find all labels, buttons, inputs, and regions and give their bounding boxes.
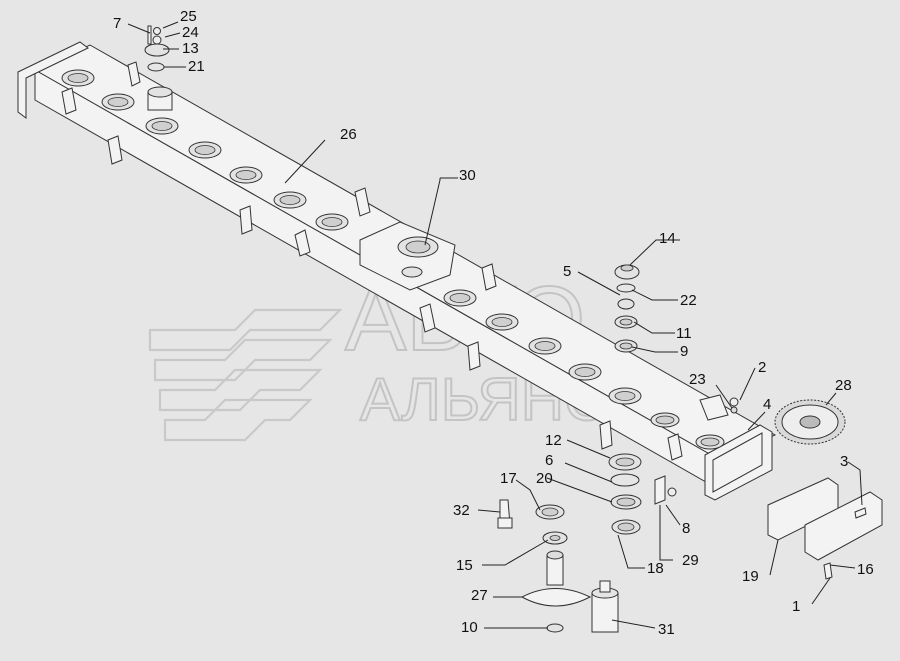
callout-20: 20 [536,470,553,487]
callout-22: 22 [680,292,697,309]
callout-19: 19 [742,568,759,585]
callout-10: 10 [461,619,478,636]
callout-5: 5 [563,263,571,280]
leader-lines [127,21,863,629]
callout-17: 17 [500,470,517,487]
top-left-parts [144,25,173,111]
gear-bracket [699,394,739,421]
callout-28: 28 [835,377,852,394]
lower-stack [608,453,642,535]
callout-15: 15 [456,557,473,574]
callout-25: 25 [180,8,197,25]
callout-23: 23 [689,371,706,388]
callout-13: 13 [182,40,199,57]
small-bracket [654,475,677,505]
bearing-seats [61,69,725,450]
callout-12: 12 [545,432,562,449]
callout-30: 30 [459,167,476,184]
callout-2: 2 [758,359,766,376]
callout-26: 26 [340,126,357,143]
callout-18: 18 [647,560,664,577]
right-stack [614,264,640,353]
callout-labels: 7 25 24 13 21 26 30 14 5 22 11 9 2 23 28… [113,8,874,638]
callout-24: 24 [182,24,199,41]
callout-3: 3 [840,453,848,470]
gasket-and-cover [767,477,883,580]
callout-4: 4 [763,396,771,413]
beam-brackets [61,61,683,461]
callout-32: 32 [453,502,470,519]
callout-9: 9 [680,343,688,360]
callout-7: 7 [113,15,121,32]
callout-6: 6 [545,452,553,469]
callout-16: 16 [857,561,874,578]
callout-27: 27 [471,587,488,604]
callout-14: 14 [659,230,676,247]
watermark-logo [148,308,343,442]
drive-gear [774,399,846,445]
callout-8: 8 [682,520,690,537]
callout-29: 29 [682,552,699,569]
hub-plate [359,221,456,291]
lower-left-parts [497,499,619,633]
callout-1: 1 [792,598,800,615]
callout-11: 11 [676,325,692,342]
callout-21: 21 [188,58,205,75]
callout-31: 31 [658,621,675,638]
